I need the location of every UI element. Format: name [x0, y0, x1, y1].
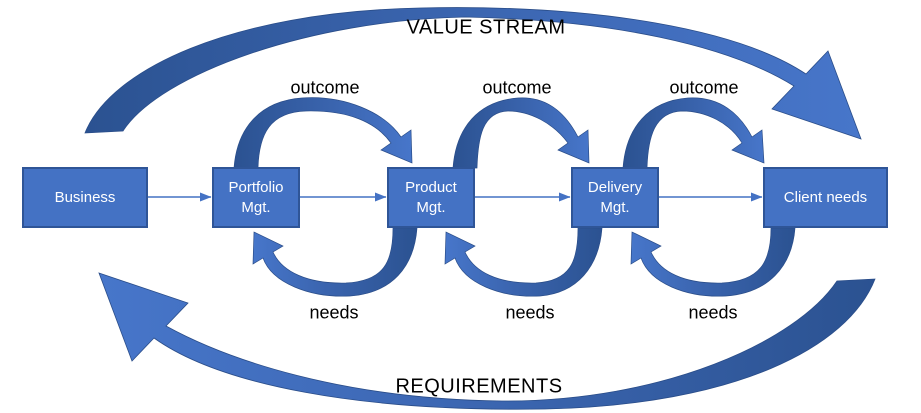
box-business: Business — [22, 167, 148, 228]
outcome-label: outcome — [290, 77, 360, 98]
needs-label: needs — [309, 302, 359, 323]
value-stream-arrow — [84, 7, 862, 140]
value-stream-label: VALUE STREAM — [406, 16, 566, 39]
requirements-label: REQUIREMENTS — [395, 375, 563, 398]
outcome-arrow — [622, 97, 765, 169]
outcome-label: outcome — [669, 77, 739, 98]
outcome-arrow — [233, 97, 413, 169]
box-delivery-mgt: Delivery Mgt. — [571, 167, 659, 228]
box-product-mgt: Product Mgt. — [387, 167, 475, 228]
box-portfolio-mgt: Portfolio Mgt. — [212, 167, 300, 228]
outcome-arrow — [452, 97, 590, 169]
box-client-needs: Client needs — [763, 167, 888, 228]
needs-arrow — [444, 227, 603, 297]
outcome-label: outcome — [482, 77, 552, 98]
needs-label: needs — [505, 302, 555, 323]
needs-arrow — [252, 227, 418, 297]
needs-label: needs — [688, 302, 738, 323]
requirements-arrow — [98, 272, 876, 410]
needs-arrow — [630, 227, 796, 297]
